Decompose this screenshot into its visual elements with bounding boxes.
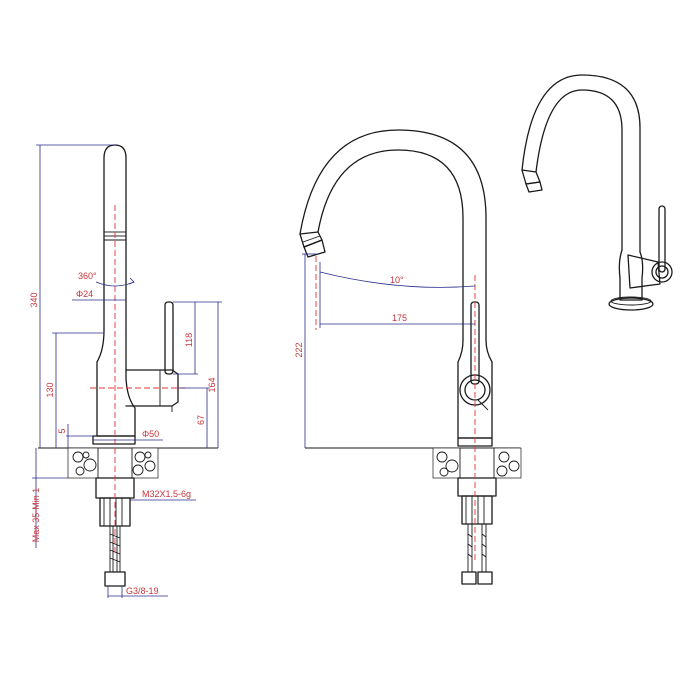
dim-handle-length: 118 [184, 333, 194, 347]
front-supply-hoses [467, 524, 487, 572]
hose-fitting [104, 571, 126, 587]
perspective-base [608, 297, 654, 311]
tilt-arc [319, 271, 476, 288]
front-thread-shank [461, 495, 493, 525]
side-view: 340 130 5 Φ24 360° Φ50 118 164 67 Max 35… [29, 144, 222, 598]
dim-handle-total: 164 [207, 377, 217, 392]
front-deck-section [432, 447, 522, 479]
deck-section [67, 447, 159, 479]
rotation-arrowhead [128, 277, 135, 285]
perspective-body [618, 249, 644, 301]
handle-lever [164, 301, 174, 375]
front-hose-fitting-right [477, 571, 493, 585]
cartridge-housing [125, 369, 179, 407]
dim-deck-thickness: Max 35-Min 1 [31, 488, 41, 543]
dim-total-height: 340 [29, 292, 39, 307]
supply-hoses [109, 526, 121, 572]
dim-handle-base: 67 [196, 415, 206, 425]
perspective-hub [651, 261, 673, 283]
dim-rotation: 360° [78, 271, 97, 281]
front-mounting-nut [457, 477, 497, 497]
perspective-view [521, 74, 673, 311]
perspective-spout-inner [521, 74, 641, 253]
perspective-housing [627, 254, 661, 289]
front-view: 222 10° 175 [294, 129, 522, 585]
dim-base-height: 5 [57, 428, 67, 433]
dim-body-height: 130 [45, 382, 55, 397]
perspective-aerator [525, 181, 543, 193]
dim-spout-height: 222 [294, 342, 304, 357]
dim-tilt-angle: 10° [390, 275, 404, 285]
perspective-spout-outer [535, 89, 623, 251]
dim-base-diameter: Φ50 [142, 429, 159, 439]
aerator [303, 239, 326, 258]
dim-thread: M32X1.5-6g [142, 489, 191, 499]
dim-spout-diameter: Φ24 [76, 289, 93, 299]
dim-hose-thread: G3/8-19 [126, 586, 159, 596]
body [96, 329, 136, 437]
front-hose-fitting-left [461, 571, 477, 585]
perspective-handle [658, 205, 666, 273]
gooseneck-inner [299, 129, 487, 341]
dim-reach: 175 [392, 313, 407, 323]
gooseneck-outer [317, 149, 464, 341]
